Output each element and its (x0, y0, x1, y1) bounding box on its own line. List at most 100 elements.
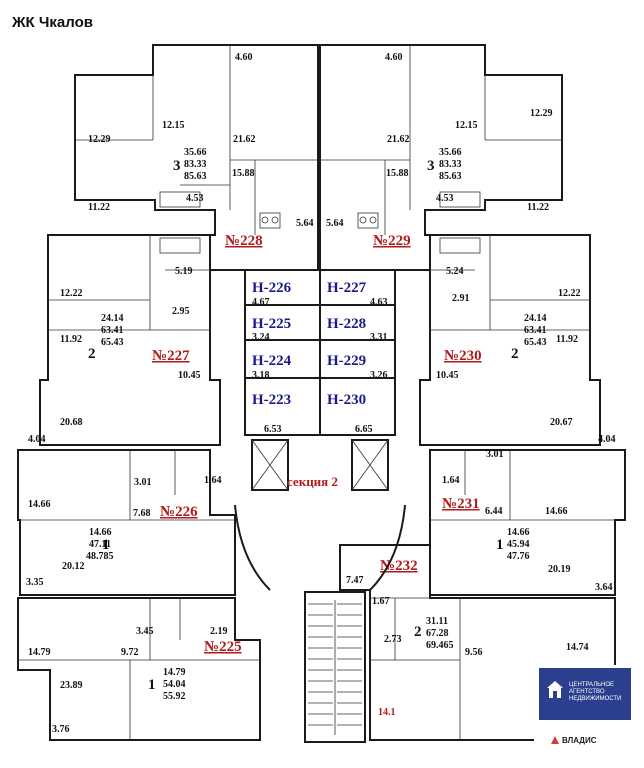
area-label: 7.68 (133, 508, 151, 519)
area-label: 2.19 (210, 626, 228, 637)
area-label: 14.66 (545, 506, 568, 517)
area-label: 4.53 (186, 193, 204, 204)
area-label: 14.1 (378, 707, 396, 718)
apartment-230-area (419, 234, 601, 446)
total-area: 83.33 (439, 159, 462, 170)
area-label: 10.45 (178, 370, 201, 381)
apartment-227[interactable]: 5.19 12.22 2.95 11.92 2 24.14 63.41 65.4… (28, 234, 221, 446)
area-label: 3.26 (370, 370, 388, 381)
agency-watermark: ЦЕНТРАЛЬНОЕ АГЕНТСТВО НЕДВИЖИМОСТИ ВЛАДИ… (534, 665, 636, 755)
area-label: 3.01 (134, 477, 152, 488)
area-label: 3.01 (486, 449, 504, 460)
living-area: 14.79 (163, 667, 186, 678)
area-label: 4.53 (436, 193, 454, 204)
area-label: 20.67 (550, 417, 573, 428)
apartment-number: №228 (225, 233, 263, 249)
area-label: 3.18 (252, 370, 270, 381)
apartment-number: №227 (152, 348, 190, 364)
living-area: 14.66 (507, 527, 530, 538)
total-area-with-balcony: 47.76 (507, 551, 530, 562)
area-label: 4.60 (385, 52, 403, 63)
area-label: 12.22 (60, 288, 83, 299)
apartment-225-area (17, 597, 261, 741)
corridor-unit: Н-229 (327, 353, 366, 369)
total-area: 63.41 (101, 325, 124, 336)
area-label: 2.91 (452, 293, 470, 304)
corridor-unit: Н-223 (252, 392, 291, 408)
apartment-231[interactable]: 3.01 1.64 №231 6.44 14.66 1 14.66 45.94 … (429, 449, 626, 596)
area-label: 12.29 (530, 108, 553, 119)
area-label: 21.62 (233, 134, 256, 145)
apartment-228[interactable]: 4.60 12.15 12.29 21.62 3 35.66 83.33 85.… (74, 44, 319, 271)
corridor-unit: Н-228 (327, 316, 366, 332)
area-label: 3.64 (595, 582, 613, 593)
room-count: 2 (414, 624, 422, 640)
vladis-icon (551, 736, 559, 744)
area-label: 3.31 (370, 332, 388, 343)
corridor-unit: Н-227 (327, 280, 367, 296)
area-label: 3.24 (252, 332, 270, 343)
area-label: 15.88 (386, 168, 409, 179)
apartment-226[interactable]: 14.66 3.01 1.64 7.68 №226 1 14.66 47.11 … (17, 449, 236, 596)
apartment-225[interactable]: 3.45 2.19 14.79 9.72 №225 1 14.79 54.04 … (17, 597, 261, 741)
area-label: 9.72 (121, 647, 139, 658)
total-area-with-balcony: 55.92 (163, 691, 186, 702)
area-label: 11.22 (88, 202, 110, 213)
area-label: 12.15 (162, 120, 185, 131)
house-icon (547, 681, 563, 698)
agency-brand: ВЛАДИС (562, 736, 597, 745)
apartment-230[interactable]: 5.24 2.91 12.22 11.92 2 24.14 63.41 65.4… (419, 234, 616, 446)
area-label: 6.65 (355, 424, 373, 435)
area-label: 1.67 (372, 596, 390, 607)
agency-name-line: АГЕНТСТВО (569, 689, 605, 695)
apartment-number: №231 (442, 496, 480, 512)
apartment-231-area (429, 449, 626, 596)
total-area: 63.41 (524, 325, 547, 336)
area-label: 4.04 (598, 434, 616, 445)
area-label: 12.22 (558, 288, 581, 299)
agency-name-line: ЦЕНТРАЛЬНОЕ (569, 682, 615, 688)
area-label: 12.29 (88, 134, 111, 145)
apartment-number: №225 (204, 639, 242, 655)
total-area-with-balcony: 69.465 (426, 640, 454, 651)
agency-name-line: НЕДВИЖИМОСТИ (569, 696, 622, 702)
apartment-number: №229 (373, 233, 411, 249)
area-label: 4.67 (252, 297, 270, 308)
area-label: 10.45 (436, 370, 459, 381)
area-label: 5.64 (326, 218, 344, 229)
total-area-with-balcony: 85.63 (184, 171, 207, 182)
area-label: 12.15 (455, 120, 478, 131)
area-label: 11.92 (556, 334, 578, 345)
room-count: 2 (511, 346, 519, 362)
living-area: 14.66 (89, 527, 112, 538)
corridor-unit: Н-224 (252, 353, 292, 369)
central-core: Н-226 Н-227 4.67 4.63 Н-225 Н-228 3.24 3… (234, 269, 406, 591)
area-label: 4.60 (235, 52, 253, 63)
section-label: секция 2 (287, 474, 338, 489)
area-label: 20.68 (60, 417, 83, 428)
room-count: 3 (427, 158, 435, 174)
living-area: 24.14 (524, 313, 547, 324)
total-area-with-balcony: 65.43 (524, 337, 547, 348)
room-count: 1 (148, 677, 156, 693)
area-label: 14.74 (566, 642, 589, 653)
area-label: 2.95 (172, 306, 190, 317)
total-area-with-balcony: 85.63 (439, 171, 462, 182)
total-area: 54.04 (163, 679, 186, 690)
apartment-227-area (39, 234, 221, 446)
area-label: 3.45 (136, 626, 154, 637)
area-label: 3.35 (26, 577, 44, 588)
area-label: 14.66 (28, 499, 51, 510)
apartment-232[interactable]: 7.47 №232 1.67 2.73 2 31.11 67.28 69.465… (339, 544, 616, 741)
room-count: 1 (102, 537, 110, 553)
total-area: 67.28 (426, 628, 449, 639)
area-label: 3.76 (52, 724, 70, 735)
area-label: 20.12 (62, 561, 85, 572)
area-label: 5.24 (446, 266, 464, 277)
living-area: 24.14 (101, 313, 124, 324)
area-label: 5.64 (296, 218, 314, 229)
total-area-with-balcony: 48.785 (86, 551, 114, 562)
page-title: ЖК Чкалов (12, 14, 93, 31)
apartment-229[interactable]: 4.60 21.62 12.15 12.29 3 35.66 83.33 85.… (319, 44, 563, 271)
